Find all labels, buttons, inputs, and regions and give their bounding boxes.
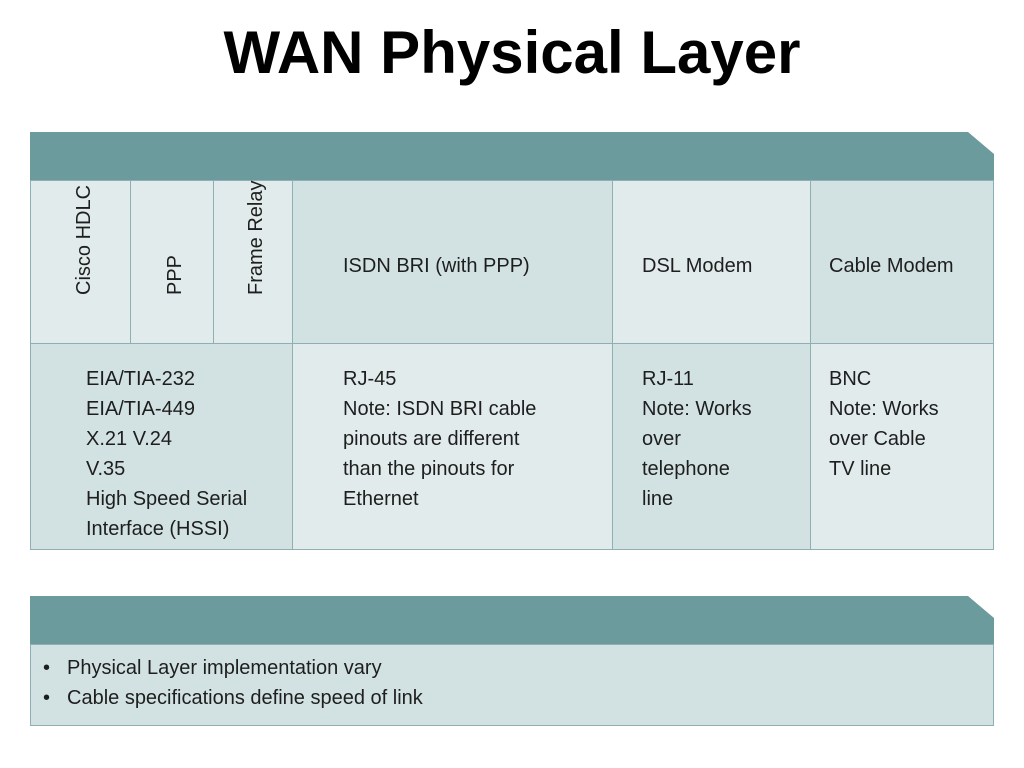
page-title: WAN Physical Layer <box>223 19 801 86</box>
notes-list: • Physical Layer implementation vary • C… <box>30 644 994 726</box>
protocol-cell-cable-modem: Cable Modem <box>810 180 994 344</box>
physical-line: RJ-11 <box>642 368 694 390</box>
protocol-label-cisco-hdlc: Cisco HDLC <box>72 184 95 295</box>
physical-line: Interface (HSSI) <box>86 518 230 540</box>
physical-line: Ethernet <box>343 488 419 510</box>
notes-header-bar <box>30 596 994 644</box>
protocol-cell-ppp: PPP <box>130 180 214 344</box>
physical-line: Note: Works <box>642 398 752 420</box>
physical-line: TV line <box>829 458 892 480</box>
physical-line: EIA/TIA-232 <box>86 368 195 390</box>
note-text: Physical Layer implementation vary <box>67 657 382 679</box>
physical-line: Note: ISDN BRI cable <box>343 398 537 420</box>
protocol-label-isdn-bri: ISDN BRI (with PPP) <box>343 255 530 277</box>
protocol-table-header-bar <box>30 132 994 180</box>
physical-cell-dsl: RJ-11 Note: Works over telephone line <box>612 343 811 550</box>
protocol-cell-dsl-modem: DSL Modem <box>612 180 811 344</box>
physical-line: Note: Works <box>829 398 939 420</box>
protocol-cell-isdn-bri: ISDN BRI (with PPP) <box>292 180 613 344</box>
physical-line: line <box>642 488 674 510</box>
physical-lines-cable: BNC Note: Works over Cable TV line <box>829 364 939 484</box>
protocol-label-frame-relay: Frame Relay <box>245 180 267 295</box>
physical-lines-serial: EIA/TIA-232 EIA/TIA-449 X.21 V.24 V.35 H… <box>86 364 247 544</box>
physical-line: over Cable <box>829 428 926 450</box>
protocol-table-panel: Cisco HDLC PPP Frame Relay ISDN BRI (wit… <box>30 132 994 550</box>
physical-line: telephone <box>642 458 730 480</box>
physical-line: pinouts are different <box>343 428 520 450</box>
protocol-label-dsl-modem: DSL Modem <box>642 255 753 277</box>
protocol-label-cable-modem: Cable Modem <box>829 255 954 277</box>
notes-panel: • Physical Layer implementation vary • C… <box>30 596 994 726</box>
protocol-label-ppp: PPP <box>164 254 186 295</box>
physical-line: than the pinouts for <box>343 458 515 480</box>
physical-line: High Speed Serial <box>86 488 248 510</box>
protocol-cell-frame-relay: Frame Relay <box>213 180 293 344</box>
physical-line: RJ-45 <box>343 368 397 390</box>
bullet-icon: • <box>43 657 51 679</box>
list-item: • Cable specifications define speed of l… <box>31 683 993 713</box>
physical-line: V.35 <box>86 458 126 480</box>
list-item: • Physical Layer implementation vary <box>31 653 993 683</box>
bullet-icon: • <box>43 687 51 709</box>
physical-line: EIA/TIA-449 <box>86 398 195 420</box>
physical-cell-isdn: RJ-45 Note: ISDN BRI cable pinouts are d… <box>292 343 613 550</box>
physical-lines-dsl: RJ-11 Note: Works over telephone line <box>642 364 752 514</box>
physical-cell-cable: BNC Note: Works over Cable TV line <box>810 343 994 550</box>
physical-line: BNC <box>829 368 872 390</box>
physical-line: X.21 V.24 <box>86 428 173 450</box>
note-text: Cable specifications define speed of lin… <box>67 687 423 709</box>
physical-cell-serial: EIA/TIA-232 EIA/TIA-449 X.21 V.24 V.35 H… <box>30 343 293 550</box>
physical-lines-isdn: RJ-45 Note: ISDN BRI cable pinouts are d… <box>343 364 536 514</box>
protocol-cell-cisco-hdlc: Cisco HDLC <box>30 180 131 344</box>
physical-line: over <box>642 428 681 450</box>
